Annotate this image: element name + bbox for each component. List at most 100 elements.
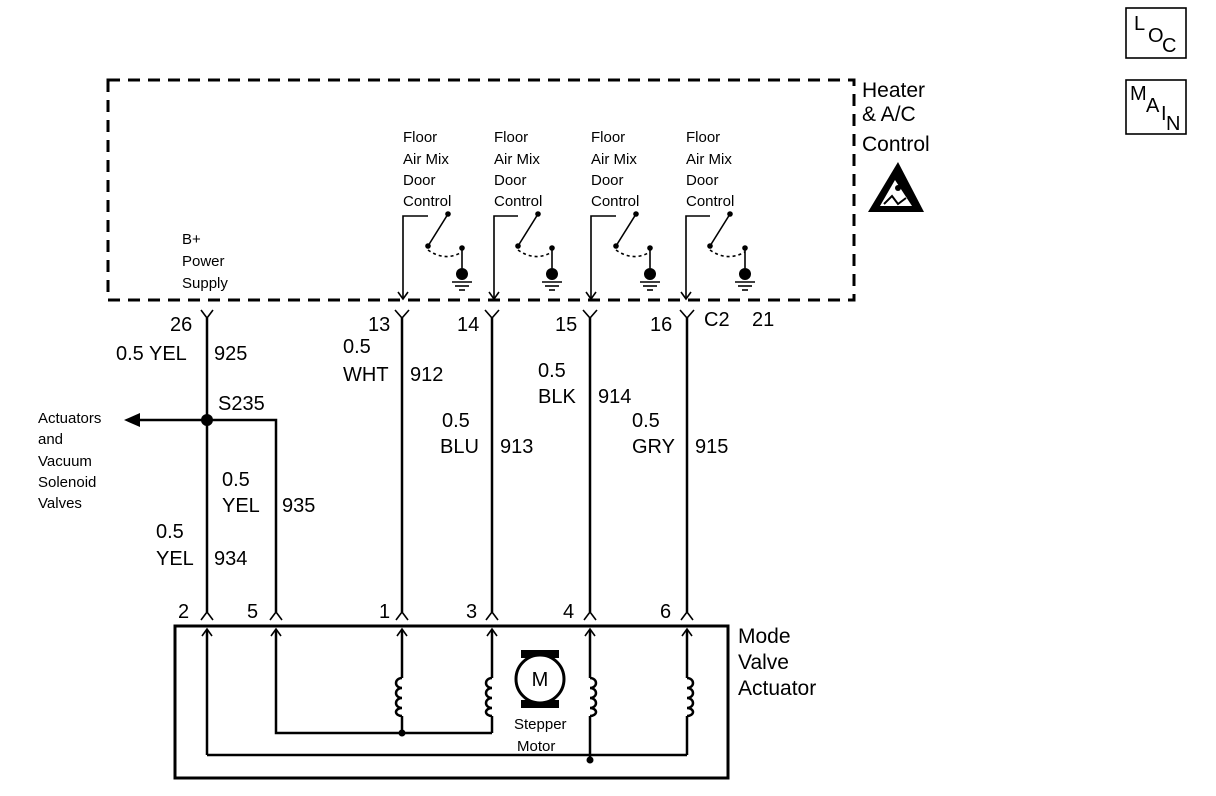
wire-925-circuit: 925 <box>214 343 247 365</box>
wire-935-circuit: 935 <box>282 495 315 517</box>
main-badge-letter: M <box>1130 83 1147 105</box>
svg-text:Door: Door <box>591 172 624 189</box>
svg-text:Air Mix: Air Mix <box>591 151 637 168</box>
bottom-connector-terminals <box>200 610 694 621</box>
wire-935 <box>207 418 278 612</box>
stepper-motor-label: Stepper <box>514 716 567 733</box>
pin-13-label: 13 <box>368 314 390 336</box>
actuators-label: Vacuum <box>38 453 92 470</box>
switch-symbol-15 <box>590 211 660 298</box>
top-connector-terminals <box>200 309 695 320</box>
switch-arrowheads <box>397 291 692 301</box>
wire-934-gauge: 0.5 <box>156 521 184 543</box>
loc-badge-letter: O <box>1148 25 1164 47</box>
actuators-label: Solenoid <box>38 474 96 491</box>
pin-14-label: 14 <box>457 314 479 336</box>
svg-text:Control: Control <box>686 193 734 210</box>
arrow-left-icon <box>124 413 140 427</box>
loc-badge[interactable]: L O C <box>1125 7 1187 59</box>
splice-label: S235 <box>218 393 265 415</box>
mode-valve-actuator-box <box>173 624 730 780</box>
wire-913-color: BLU <box>440 436 479 458</box>
pin-4-label: 4 <box>563 601 574 623</box>
pin-16-label: 16 <box>650 314 672 336</box>
svg-text:Air Mix: Air Mix <box>403 151 449 168</box>
pin-26-label: 26 <box>170 314 192 336</box>
control-title: Heater <box>862 79 925 102</box>
switch-label-14: Floor Air Mix Door Control <box>494 129 542 210</box>
pin-15-label: 15 <box>555 314 577 336</box>
switch-symbol-14 <box>493 211 562 298</box>
power-supply-label: Power <box>182 253 225 270</box>
wire-935-color: YEL <box>222 495 260 517</box>
svg-text:Door: Door <box>686 172 719 189</box>
pin-2-label: 2 <box>178 601 189 623</box>
wire-914-gauge: 0.5 <box>538 360 566 382</box>
coil-icon <box>484 676 493 718</box>
stepper-motor-icon: M <box>514 650 566 708</box>
wire-912-circuit: 912 <box>410 364 443 386</box>
svg-text:Air Mix: Air Mix <box>686 151 732 168</box>
wire-935-gauge: 0.5 <box>222 469 250 491</box>
wire-934-color: YEL <box>156 548 194 570</box>
switch-symbol-13 <box>402 211 472 298</box>
svg-text:Floor: Floor <box>403 129 437 146</box>
switch-label-16: Floor Air Mix Door Control <box>686 129 734 210</box>
actuator-title: Mode <box>738 625 791 648</box>
svg-text:Floor: Floor <box>686 129 720 146</box>
wire-915-color: GRY <box>632 436 675 458</box>
motor-symbol: M <box>532 669 549 691</box>
switch-label-15: Floor Air Mix Door Control <box>591 129 639 210</box>
actuators-label: Actuators <box>38 410 101 427</box>
wire-914-color: BLK <box>538 386 576 408</box>
main-badge-letter: N <box>1166 113 1180 135</box>
switch-label-13: Floor Air Mix Door Control <box>403 129 451 210</box>
wire-925-gauge-color: 0.5 YEL <box>116 343 187 365</box>
coil-icon <box>686 676 695 718</box>
pin-6-label: 6 <box>660 601 671 623</box>
wire-912-color: WHT <box>343 364 389 386</box>
svg-text:Air Mix: Air Mix <box>494 151 540 168</box>
wire-915-circuit: 915 <box>695 436 728 458</box>
pin-1-label: 1 <box>379 601 390 623</box>
pin-21-label: 21 <box>752 309 774 331</box>
wire-913-gauge: 0.5 <box>442 410 470 432</box>
actuator-inner-arrowheads <box>201 627 693 637</box>
loc-badge-letter: L <box>1134 13 1145 35</box>
main-badge[interactable]: M A I N <box>1125 79 1187 135</box>
svg-text:Floor: Floor <box>494 129 528 146</box>
actuator-title: Actuator <box>738 677 816 700</box>
main-badge-letter: I <box>1161 103 1167 125</box>
svg-text:Floor: Floor <box>591 129 625 146</box>
pin-5-label: 5 <box>247 601 258 623</box>
stepper-motor-label: Motor <box>517 738 555 755</box>
control-title: Control <box>862 133 930 156</box>
control-title: & A/C <box>862 103 916 126</box>
wire-912-gauge: 0.5 <box>343 336 371 358</box>
loc-badge-letter: C <box>1162 35 1176 57</box>
coil-icon <box>394 676 403 718</box>
power-supply-label: Supply <box>182 275 228 292</box>
wire-934-circuit: 934 <box>214 548 247 570</box>
pin-3-label: 3 <box>466 601 477 623</box>
esd-warning-icon <box>868 162 924 212</box>
svg-text:Control: Control <box>494 193 542 210</box>
wire-913-circuit: 913 <box>500 436 533 458</box>
coil-icon <box>589 676 598 718</box>
actuator-title: Valve <box>738 651 789 674</box>
connector-c2-label: C2 <box>704 309 730 331</box>
actuators-label: Valves <box>38 495 82 512</box>
svg-text:Control: Control <box>403 193 451 210</box>
wire-915-gauge: 0.5 <box>632 410 660 432</box>
main-badge-letter: A <box>1146 95 1160 117</box>
svg-text:Door: Door <box>403 172 436 189</box>
actuator-internal-circuit <box>205 630 689 764</box>
svg-text:Control: Control <box>591 193 639 210</box>
hvac-control-box <box>106 78 856 302</box>
actuators-label: and <box>38 431 63 448</box>
wire-914-circuit: 914 <box>598 386 631 408</box>
switch-symbol-16 <box>685 211 755 298</box>
svg-text:Door: Door <box>494 172 527 189</box>
power-supply-label: B+ <box>182 231 201 248</box>
